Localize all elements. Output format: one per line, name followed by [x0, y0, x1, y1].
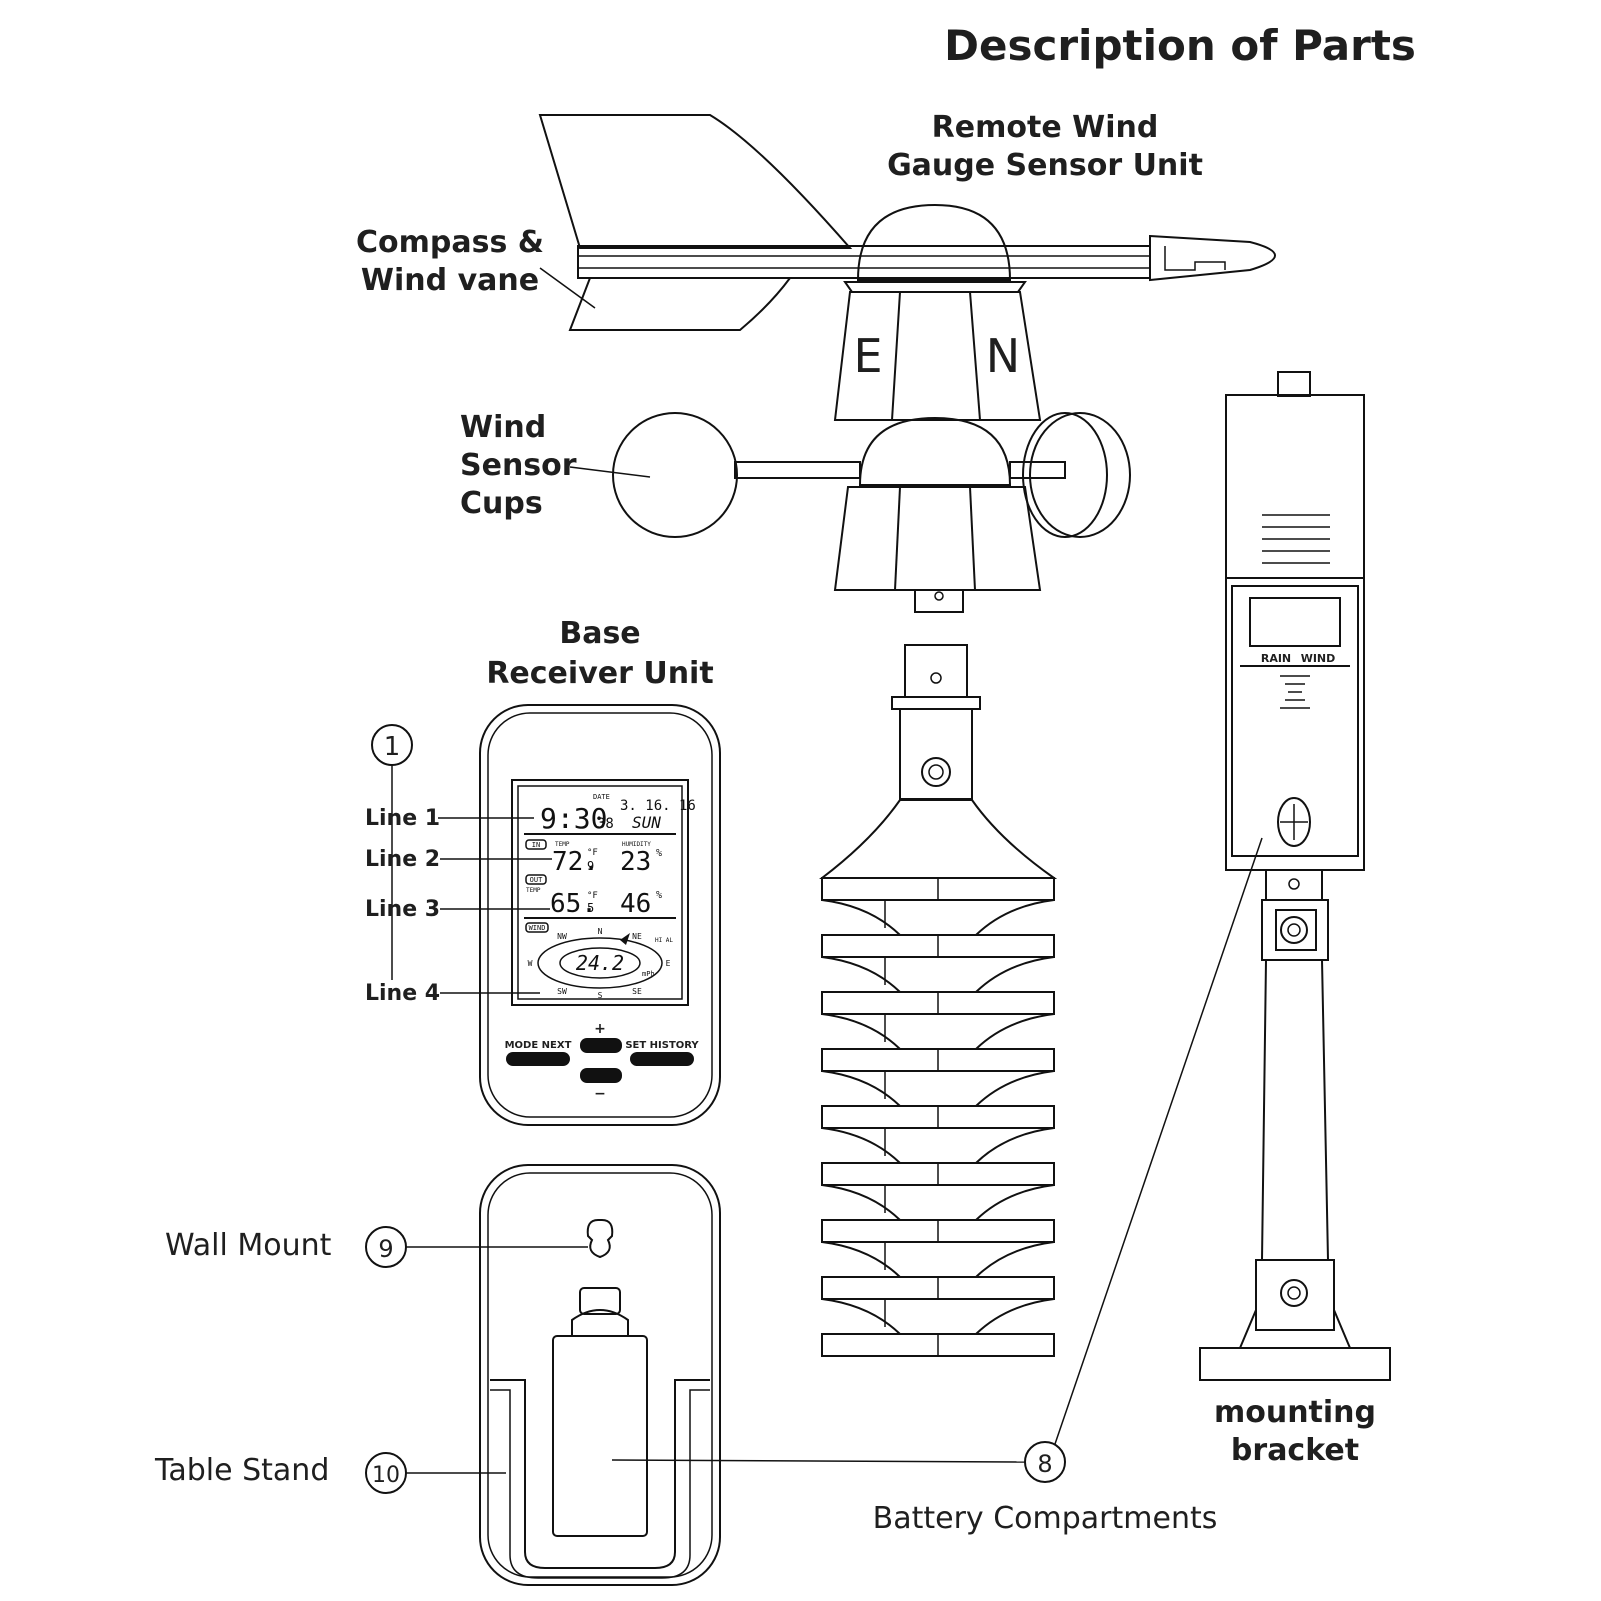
lcd-temp-label: TEMP	[555, 841, 570, 848]
lcd-dir-e: E	[666, 959, 671, 968]
lcd-dir-ne: NE	[632, 932, 642, 941]
lcd-dir-se: SE	[632, 987, 642, 996]
lcd-dir-s: S	[598, 991, 603, 1000]
receiver-buttons: MODE NEXT + − SET HISTORY	[505, 1021, 700, 1102]
compass-vane-label-1: Compass &	[356, 225, 544, 260]
compass-letter-e: E	[853, 329, 882, 383]
callout-8: 8	[1037, 1450, 1052, 1478]
wind-cups-label-1: Wind	[460, 410, 546, 445]
minus-label: −	[594, 1086, 606, 1102]
lcd-in-temp-dec: 9	[587, 859, 594, 873]
lcd-in-tag: IN	[532, 841, 540, 849]
base-receiver-label-2: Receiver Unit	[486, 656, 713, 691]
mounting-bracket-label-2: bracket	[1231, 1433, 1359, 1468]
base-receiver-back	[479, 1164, 721, 1586]
lcd-in-humidity: 23	[620, 847, 651, 877]
anemometer	[612, 412, 1131, 613]
sensor-head: E N	[833, 203, 1042, 421]
lcd-time: 9:30	[540, 802, 607, 835]
wind-vane	[538, 114, 1276, 331]
lcd-out-temp: 65.	[550, 889, 597, 919]
shield-plates	[821, 877, 1055, 1357]
lcd-humidity-label: HUMIDITY	[622, 841, 651, 848]
lcd-wind-tag: WIND	[529, 924, 546, 932]
lcd-date-label: DATE	[593, 793, 610, 801]
mode-next-button[interactable]	[506, 1052, 570, 1066]
compass-vane-label-2: Wind vane	[361, 263, 539, 298]
page-title: Description of Parts	[944, 21, 1416, 70]
line-callouts: 1 Line 1 Line 2 Line 3 Line 4	[365, 724, 552, 1006]
line-4-label: Line 4	[365, 981, 440, 1006]
mode-next-label: MODE NEXT	[505, 1040, 572, 1051]
base-receiver: 9:30 38 DATE 3. 16. 16 SUN IN TEMP HUMID…	[479, 704, 721, 1126]
lcd-hi-al: HI AL	[655, 937, 673, 944]
lcd-in-pct: %	[656, 848, 662, 859]
set-history-label: SET HISTORY	[625, 1040, 699, 1051]
wind-cups-label-3: Cups	[460, 486, 543, 521]
mounting-pole	[1199, 869, 1391, 1381]
minus-button[interactable]	[580, 1068, 622, 1083]
lcd-day: SUN	[632, 813, 661, 832]
right-cup	[1022, 412, 1108, 538]
table-stand-label: Table Stand	[154, 1453, 329, 1488]
set-history-button[interactable]	[630, 1052, 694, 1066]
line-2-label: Line 2	[365, 847, 440, 872]
lcd-in-unit: °F	[587, 848, 598, 858]
wall-mount-label: Wall Mount	[165, 1228, 332, 1263]
line-1-label: Line 1	[365, 806, 440, 831]
lcd-screen	[511, 779, 689, 1006]
lcd-dir-w: W	[528, 959, 533, 968]
lcd-out-pct: %	[656, 890, 662, 901]
callout-9: 9	[378, 1235, 393, 1263]
callout-1: 1	[384, 732, 401, 762]
remote-sensor-label-2: Gauge Sensor Unit	[887, 148, 1203, 183]
callout-10: 10	[372, 1463, 400, 1488]
lcd-dir-nw: NW	[557, 932, 567, 941]
remote-sensor-label-1: Remote Wind	[932, 110, 1159, 145]
lcd-wind-speed: 24.2	[576, 951, 624, 975]
lcd-in-temp: 72.	[552, 847, 599, 877]
lcd-out-temp-label: TEMP	[526, 887, 541, 894]
lcd-out-temp-dec: 5	[587, 901, 594, 915]
left-cup	[612, 412, 738, 538]
mounting-bracket-label-1: mounting	[1214, 1395, 1376, 1430]
lcd-out-tag: OUT	[530, 876, 543, 884]
line-3-label: Line 3	[365, 897, 440, 922]
wind-sensor-label: WIND	[1301, 652, 1336, 665]
lcd-out-unit: °F	[587, 891, 598, 901]
rain-label: RAIN	[1261, 652, 1291, 665]
radiation-shield	[819, 644, 1058, 879]
wind-cups-label-2: Sensor	[460, 448, 577, 483]
compass-letter-n: N	[986, 329, 1020, 383]
lcd-dir-sw: SW	[557, 987, 567, 996]
sensor-transmitter: RAIN WIND	[1225, 371, 1365, 871]
base-receiver-label-1: Base	[559, 616, 640, 651]
battery-compartments-label: Battery Compartments	[873, 1501, 1218, 1536]
lcd-date: 3. 16. 16	[620, 798, 696, 814]
lcd-seconds: 38	[597, 816, 614, 832]
lcd-wind-unit: mPh	[642, 970, 655, 978]
lcd-dir-n: N	[598, 927, 603, 936]
lcd-out-humidity: 46	[620, 889, 651, 919]
plus-label: +	[594, 1021, 606, 1037]
plus-button[interactable]	[580, 1038, 622, 1053]
